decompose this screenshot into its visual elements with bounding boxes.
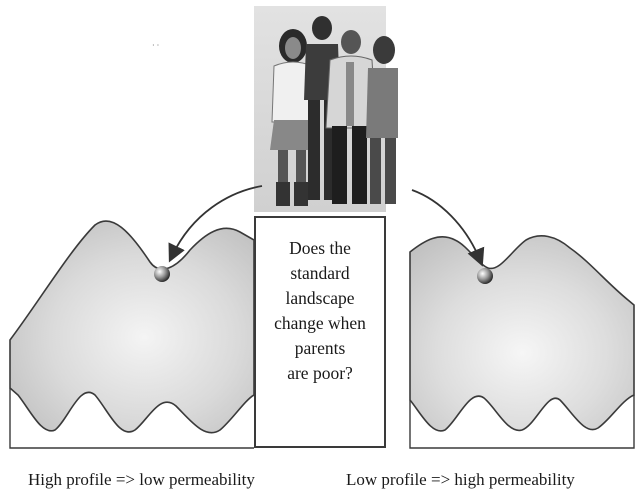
question-text: Does the standard landscape change when … <box>268 236 372 386</box>
question-line: standard <box>290 263 350 283</box>
question-box: Does the standard landscape change when … <box>254 216 386 448</box>
landscape-low-profile <box>409 235 635 449</box>
teenagers-photo <box>254 6 398 212</box>
caption-low-profile: Low profile => high permeability <box>346 470 575 489</box>
arrow-to-right-landscape <box>411 189 485 267</box>
question-line: are poor? <box>287 363 353 383</box>
landscape-high-profile <box>9 220 255 449</box>
ball <box>477 268 493 284</box>
question-line: Does the <box>289 238 351 258</box>
stray-mark: · · <box>152 41 160 50</box>
ball <box>154 266 170 282</box>
question-line: change when <box>274 313 366 333</box>
question-line: parents <box>294 338 346 358</box>
person-figure <box>325 30 377 204</box>
question-line: landscape <box>285 288 355 308</box>
arrow-to-left-landscape <box>168 185 263 263</box>
person-figure <box>366 36 398 204</box>
person-figure <box>270 29 316 206</box>
caption-high-profile: High profile => low permeability <box>28 470 255 489</box>
